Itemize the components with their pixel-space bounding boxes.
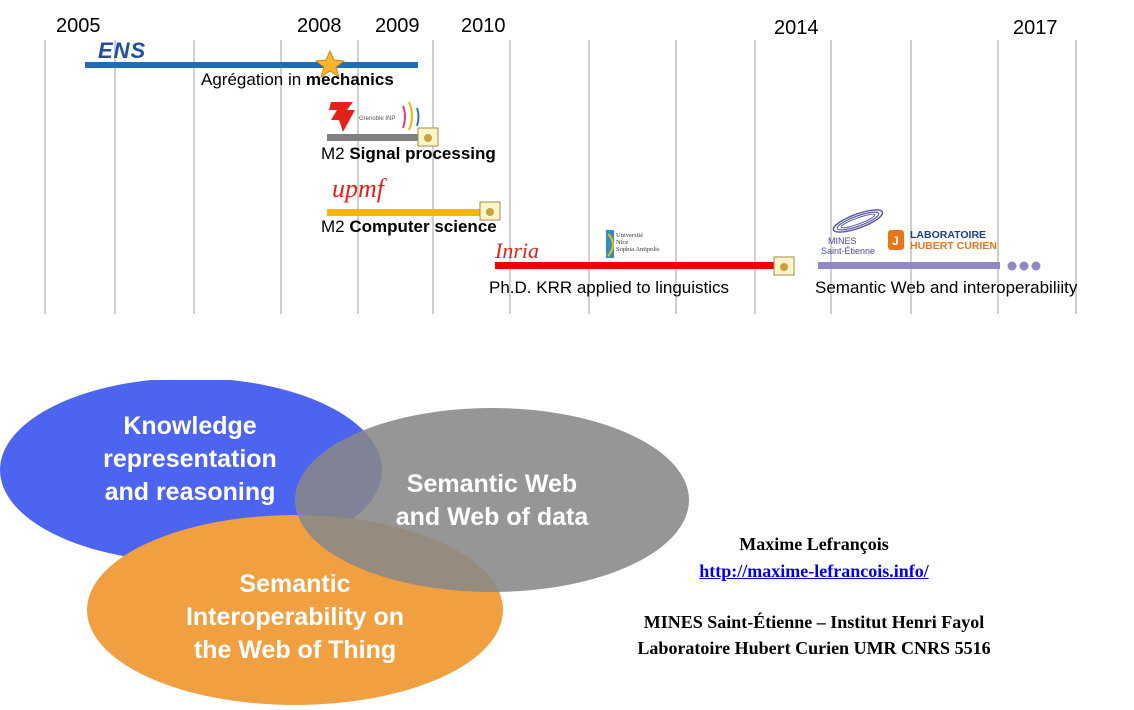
svg-text:Grenoble INP: Grenoble INP bbox=[359, 116, 395, 122]
venn-line: and Web of data bbox=[395, 503, 589, 531]
ens-logo: ENS bbox=[98, 38, 147, 63]
year-label: 2017 bbox=[1013, 17, 1058, 39]
diploma-icon bbox=[479, 201, 501, 221]
affiliation-line-2: Laboratoire Hubert Curien UMR CNRS 5516 bbox=[637, 638, 991, 658]
label-prefix: M2 bbox=[321, 217, 350, 236]
timeline-label-inp: M2 Signal processing bbox=[321, 144, 496, 164]
timeline-bar-inp bbox=[327, 134, 423, 141]
venn-line: Semantic bbox=[239, 570, 351, 598]
venn-diagram bbox=[0, 380, 689, 705]
venn-label-sw: Semantic Web and Web of data bbox=[362, 468, 622, 534]
unice-line: Sophia Antipolis bbox=[616, 246, 660, 253]
timeline-bar-mines bbox=[818, 262, 1000, 269]
timeline: 2005 2008 2009 2010 2014 2017 ENS Agréga… bbox=[0, 0, 1134, 320]
venn-label-iot: Semantic Interoperability on the Web of … bbox=[150, 568, 440, 667]
label-bold: Signal processing bbox=[349, 144, 496, 163]
label-prefix: Agrégation in bbox=[201, 70, 306, 89]
timeline-grid bbox=[44, 40, 1077, 314]
venn-line: Interoperability on bbox=[185, 603, 405, 631]
year-label: 2009 bbox=[375, 15, 420, 37]
lhc-line: HUBERT CURIEN bbox=[910, 240, 997, 252]
year-label: 2005 bbox=[56, 15, 101, 37]
timeline-label-upmf: M2 Computer science bbox=[321, 217, 497, 237]
mines-logo-text: MINES Saint-Étienne bbox=[821, 236, 875, 256]
diploma-icon bbox=[773, 256, 795, 276]
unice-logo-text: Université Nice Sophia Antipolis bbox=[616, 232, 660, 253]
lhc-logo-mark: J bbox=[888, 230, 904, 250]
timeline-bar-upmf bbox=[327, 209, 483, 216]
label-bold: Computer science bbox=[349, 217, 497, 236]
grenoble-inp-logo: Grenoble INP bbox=[329, 101, 420, 132]
venn-circle-sw bbox=[295, 408, 689, 592]
affiliation-line-1: MINES Saint-Étienne – Institut Henri Fay… bbox=[643, 612, 985, 632]
unice-line: Nice bbox=[616, 239, 629, 246]
label-bold: mechanics bbox=[305, 70, 394, 89]
author-name: Maxime Lefrançois bbox=[739, 534, 889, 554]
timeline-bar-ens bbox=[85, 62, 418, 68]
ellipsis-icon bbox=[1007, 261, 1041, 271]
lhc-logo-text: LABORATOIRE HUBERT CURIEN bbox=[910, 230, 997, 252]
venn-label-kr: Knowledge representation and reasoning bbox=[70, 410, 310, 509]
venn-line: and reasoning bbox=[104, 478, 276, 506]
mines-line: Saint-Étienne bbox=[821, 246, 876, 256]
venn-line: the Web of Thing bbox=[193, 636, 397, 664]
svg-text:J: J bbox=[892, 234, 899, 248]
mines-logo-mark bbox=[832, 209, 884, 233]
upmf-logo: upmf bbox=[332, 174, 384, 203]
label-prefix: M2 bbox=[321, 144, 350, 163]
inria-logo: Inria bbox=[495, 238, 539, 263]
year-label: 2008 bbox=[297, 15, 342, 37]
unice-line: Université bbox=[616, 232, 644, 239]
lhc-line: LABORATOIRE bbox=[910, 229, 987, 241]
diploma-icon bbox=[417, 127, 439, 147]
year-label: 2010 bbox=[461, 15, 506, 37]
timeline-label-inria: Ph.D. KRR applied to linguistics bbox=[489, 278, 730, 297]
timeline-bar-inria bbox=[495, 262, 778, 269]
timeline-label-ens: Agrégation in mechanics bbox=[201, 70, 394, 90]
author-url-link[interactable]: http://maxime-lefrancois.info/ bbox=[699, 561, 929, 581]
unice-logo bbox=[606, 230, 614, 258]
mines-line: MINES bbox=[828, 236, 857, 246]
venn-line: representation bbox=[103, 445, 277, 473]
star-icon bbox=[315, 50, 345, 78]
venn-line: Knowledge bbox=[123, 412, 257, 440]
timeline-label-mines: Semantic Web and interoperabiliity bbox=[815, 278, 1078, 297]
venn-line: Semantic Web bbox=[406, 470, 578, 498]
year-label: 2014 bbox=[774, 17, 819, 39]
